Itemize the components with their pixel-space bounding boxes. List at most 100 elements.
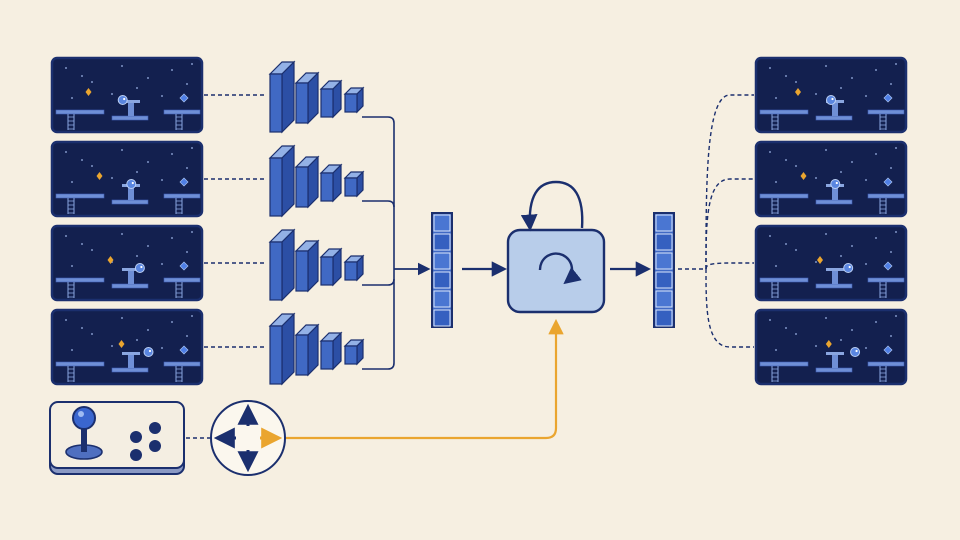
input-frames-column bbox=[50, 56, 204, 386]
star bbox=[851, 329, 853, 331]
platform bbox=[815, 115, 853, 121]
agent-sprite bbox=[826, 95, 836, 105]
collectible bbox=[800, 172, 807, 180]
star bbox=[121, 65, 123, 67]
pillar bbox=[128, 270, 134, 284]
block-front bbox=[269, 157, 283, 217]
collectible bbox=[107, 256, 114, 264]
arcade-joystick-icon bbox=[49, 401, 185, 475]
pillar-cap bbox=[826, 268, 844, 271]
latent-vector-output bbox=[653, 212, 675, 328]
star bbox=[161, 347, 163, 349]
star bbox=[191, 315, 193, 317]
agent-sprite bbox=[143, 347, 154, 357]
star bbox=[895, 63, 897, 65]
encoder-block bbox=[294, 155, 320, 209]
pillar bbox=[128, 354, 134, 368]
latent-cell bbox=[433, 252, 451, 270]
star bbox=[111, 93, 113, 95]
encoder-block bbox=[343, 254, 365, 282]
star bbox=[825, 149, 827, 151]
star bbox=[136, 255, 138, 257]
star bbox=[785, 327, 787, 329]
star bbox=[91, 249, 93, 251]
platform bbox=[759, 361, 809, 367]
merge-line bbox=[362, 200, 395, 208]
agent-sprite bbox=[134, 263, 145, 273]
latent-cell bbox=[433, 271, 451, 289]
agent-eye bbox=[140, 265, 143, 269]
encoder-block bbox=[319, 79, 343, 119]
star bbox=[775, 181, 777, 183]
star bbox=[65, 67, 67, 69]
pillar-cap bbox=[122, 100, 140, 103]
star bbox=[815, 345, 817, 347]
pillar bbox=[832, 186, 838, 200]
output-frame bbox=[754, 224, 908, 302]
star bbox=[147, 245, 149, 247]
star bbox=[121, 149, 123, 151]
block-front bbox=[344, 261, 358, 281]
star bbox=[840, 255, 842, 257]
star bbox=[65, 151, 67, 153]
pillar bbox=[128, 102, 134, 116]
encoder-block bbox=[268, 144, 296, 218]
gem bbox=[179, 261, 189, 271]
latent-cell bbox=[655, 252, 673, 270]
encoder-block bbox=[319, 331, 343, 371]
agent-eye bbox=[831, 97, 834, 101]
star bbox=[875, 321, 877, 323]
platform bbox=[815, 283, 853, 289]
encoder-block bbox=[343, 170, 365, 198]
collectible bbox=[118, 340, 125, 348]
star bbox=[71, 265, 73, 267]
star bbox=[825, 317, 827, 319]
encoder-block bbox=[268, 228, 296, 302]
latent-cell bbox=[433, 214, 451, 232]
star bbox=[191, 147, 193, 149]
platform bbox=[815, 199, 853, 205]
star bbox=[136, 339, 138, 341]
joystick-ball bbox=[72, 406, 96, 430]
block-front bbox=[269, 241, 283, 301]
gem bbox=[883, 345, 893, 355]
star bbox=[171, 237, 173, 239]
star bbox=[775, 97, 777, 99]
block-front bbox=[320, 172, 334, 202]
star bbox=[825, 233, 827, 235]
gem bbox=[883, 261, 893, 271]
collectible bbox=[96, 172, 103, 180]
block-front bbox=[320, 88, 334, 118]
platform bbox=[759, 193, 809, 199]
star bbox=[136, 87, 138, 89]
star bbox=[815, 93, 817, 95]
platform bbox=[111, 115, 149, 121]
star bbox=[186, 251, 188, 253]
agent-eye bbox=[131, 181, 134, 185]
encoder-block bbox=[294, 323, 320, 377]
star bbox=[875, 237, 877, 239]
core-box bbox=[506, 228, 606, 314]
merge-line bbox=[362, 278, 395, 286]
star bbox=[895, 315, 897, 317]
star bbox=[171, 321, 173, 323]
star bbox=[121, 233, 123, 235]
pillar bbox=[832, 270, 838, 284]
pillar-cap bbox=[122, 268, 140, 271]
block-front bbox=[344, 177, 358, 197]
merge-line bbox=[362, 362, 395, 370]
block-front bbox=[295, 166, 309, 208]
latent-cell bbox=[655, 271, 673, 289]
star bbox=[795, 81, 797, 83]
star bbox=[865, 263, 867, 265]
block-front bbox=[269, 325, 283, 385]
star bbox=[91, 165, 93, 167]
star bbox=[815, 261, 817, 263]
latent-cell bbox=[655, 233, 673, 251]
star bbox=[161, 95, 163, 97]
action-to-core-line bbox=[286, 318, 564, 440]
agent-eye bbox=[123, 97, 126, 101]
platform bbox=[111, 199, 149, 205]
encoder-block bbox=[319, 247, 343, 287]
controller-body bbox=[49, 401, 185, 469]
